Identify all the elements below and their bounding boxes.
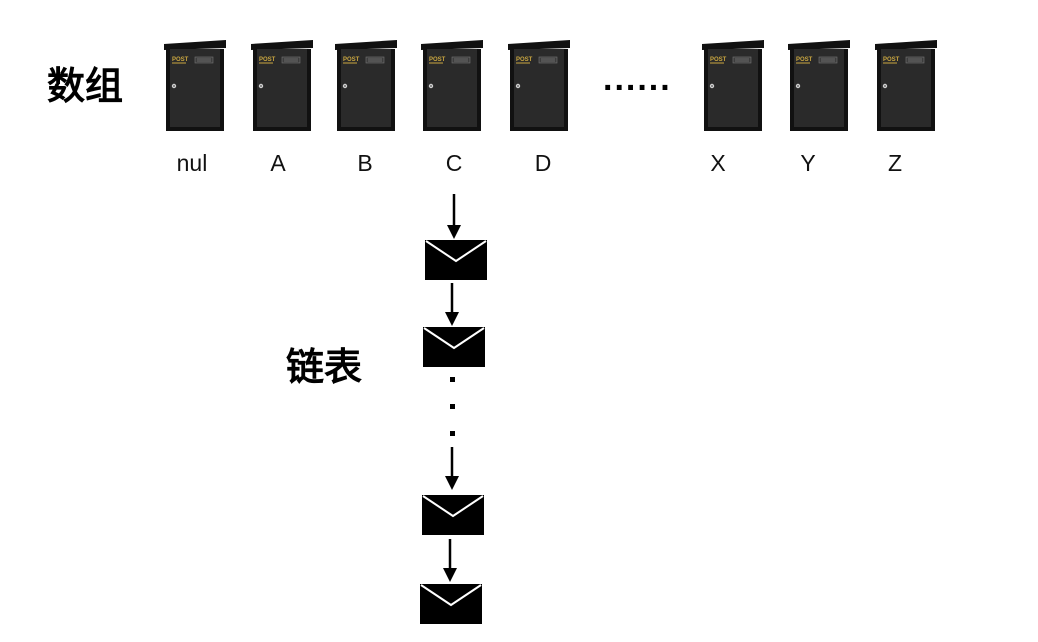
down-arrow-icon (445, 283, 459, 326)
mailbox-icon: POST (419, 38, 485, 134)
mailbox-icon: POST (249, 38, 315, 134)
array-title: 数组 (47, 64, 124, 108)
mailbox-icon: POST (786, 38, 852, 134)
mailbox-icon: POST (506, 38, 572, 134)
array-ellipsis: ...... (603, 60, 672, 98)
mailbox-icon: POST (333, 38, 399, 134)
svg-text:POST: POST (429, 57, 446, 63)
gap-dot (450, 377, 455, 382)
svg-text:POST: POST (172, 57, 189, 63)
svg-text:POST: POST (259, 57, 276, 63)
linked-list-title: 链表 (286, 345, 363, 389)
down-arrow-icon (443, 539, 457, 582)
slot-label-b: B (357, 150, 373, 176)
down-arrow-icon (447, 194, 461, 239)
mailbox-icon: POST (162, 38, 228, 134)
slot-label-nul: nul (176, 150, 208, 176)
svg-text:POST: POST (343, 57, 360, 63)
slot-label-c: C (445, 150, 463, 176)
mailbox-icon: POST (700, 38, 766, 134)
mailbox-icon: POST (873, 38, 939, 134)
slot-label-x: X (710, 150, 726, 176)
down-arrow-icon (445, 447, 459, 490)
slot-label-d: D (534, 150, 552, 176)
envelope-icon (422, 495, 484, 535)
gap-dot (450, 404, 455, 409)
envelope-icon (425, 240, 487, 280)
svg-text:POST: POST (516, 57, 533, 63)
slot-label-y: Y (800, 150, 816, 176)
slot-label-z: Z (887, 150, 903, 176)
gap-dot (450, 431, 455, 436)
envelope-icon (423, 327, 485, 367)
svg-text:POST: POST (883, 57, 900, 63)
svg-text:POST: POST (710, 57, 727, 63)
slot-label-a: A (270, 150, 286, 176)
envelope-icon (420, 584, 482, 624)
svg-text:POST: POST (796, 57, 813, 63)
